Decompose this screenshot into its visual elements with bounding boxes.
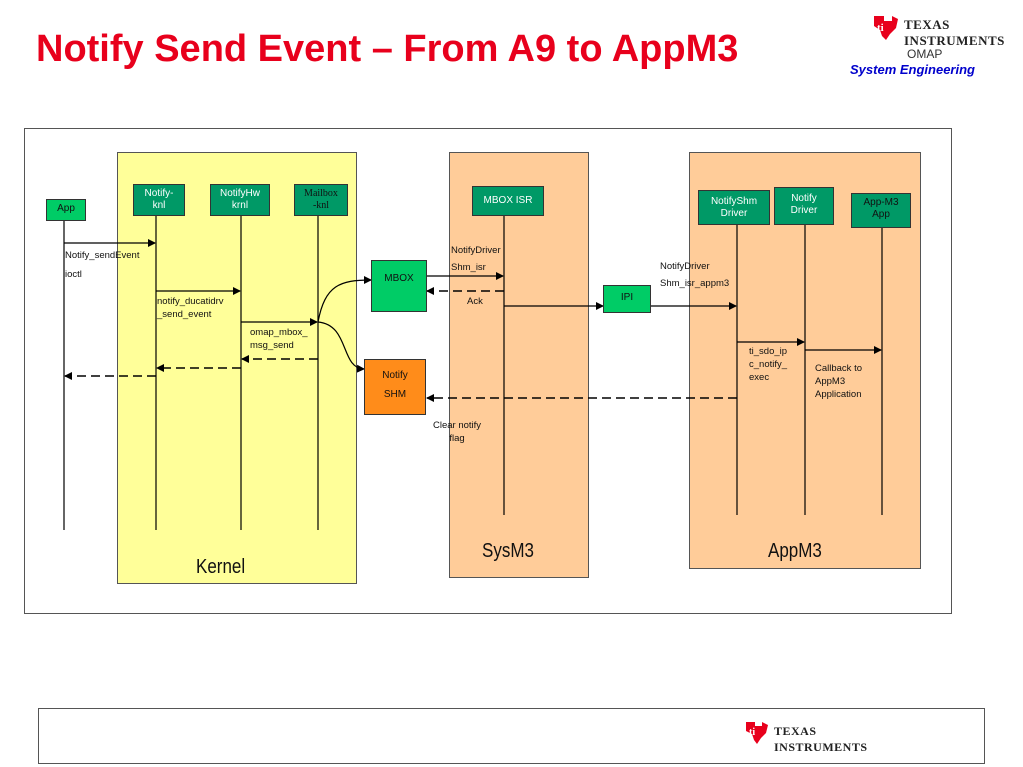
sysm3-panel — [449, 152, 589, 578]
arrow-to-mbox — [317, 276, 372, 323]
label-ti-sdo-3: exec — [749, 371, 770, 383]
page-title: Notify Send Event – From A9 to AppM3 — [36, 28, 739, 70]
ti-footer-text-2: Instruments — [774, 740, 868, 754]
ipi-label: IPI — [620, 292, 634, 303]
app-m3-line1: App-M3 — [863, 197, 899, 208]
notifyshm-driver-line1: NotifyShm — [710, 196, 758, 207]
label-callback-1: Callback to — [815, 363, 862, 374]
mailbox-knl-box: Mailbox-knl — [294, 184, 348, 216]
notifyhw-line1: NotifyHw — [219, 188, 260, 199]
notify-knl-line1: Notify- — [144, 188, 174, 199]
mbox-label: MBOX — [384, 273, 414, 284]
mailbox-line2: -knl — [312, 200, 330, 211]
ti-footer-text-1: Texas — [774, 724, 817, 738]
arrow-to-notify-shm — [317, 321, 365, 373]
diagram-frame — [24, 128, 952, 614]
label-notifydriver-2: Shm_isr — [451, 262, 486, 274]
label-ioctl: ioctl — [65, 269, 82, 280]
label-ti-sdo-2: c_notify_ — [749, 358, 788, 370]
svg-text:ti: ti — [877, 22, 884, 34]
system-engineering-label: System Engineering — [850, 62, 975, 77]
notify-knl-box: Notify-knl — [133, 184, 185, 216]
app-box: App — [46, 199, 86, 221]
label-notify-ducatidrv-2: _send_event — [157, 308, 212, 320]
notifyhw-line2: krnl — [231, 200, 249, 211]
footer-frame — [38, 708, 985, 764]
notifyshm-driver-line2: Driver — [720, 208, 748, 219]
notify-shm-line2: SHM — [383, 389, 407, 400]
label-notify-sendevent: Notify_sendEvent — [65, 250, 140, 261]
app-box-label: App — [57, 203, 75, 214]
kernel-panel-label: Kernel — [196, 556, 246, 578]
ipi-box: IPI — [603, 285, 651, 313]
mbox-box: MBOX — [371, 260, 427, 312]
label-clear-1: Clear notify — [433, 420, 482, 431]
mbox-isr-label: MBOX ISR — [483, 195, 533, 206]
ti-logo-text-1: Texas — [904, 17, 950, 32]
omap-label: OMAP — [907, 47, 943, 61]
label-notify-ducatidrv: notify_ducatidrv_send_event — [157, 296, 224, 322]
app-m3-line2: App — [872, 209, 890, 220]
notify-driver-line1: Notify — [791, 193, 817, 204]
appm3-panel-label: AppM3 — [768, 540, 822, 562]
label-omap-mbox-2: msg_send — [250, 339, 294, 351]
ti-logo-text-2: Instruments — [904, 33, 1005, 48]
mbox-isr-box: MBOX ISR — [472, 186, 544, 216]
label-omap-mbox-msg-send: omap_mbox_msg_send — [250, 327, 308, 353]
ti-state-icon: ti — [874, 16, 898, 40]
label-clear-2: flag — [449, 432, 465, 444]
notify-shm-line1: Notify — [382, 370, 408, 381]
label-notify-ducatidrv-1: notify_ducatidrv — [157, 296, 224, 307]
label-notifydriver-appm3-1: NotifyDriver — [660, 261, 710, 272]
label-callback-3: Application — [815, 388, 862, 400]
notify-knl-line2: knl — [152, 200, 166, 211]
label-ack: Ack — [467, 296, 483, 307]
label-notifydriver-1: NotifyDriver — [451, 245, 501, 256]
label-notifydriver-appm3-2: Shm_isr_appm3 — [660, 278, 730, 290]
label-ti-sdo-1: ti_sdo_ip — [749, 346, 788, 357]
sysm3-panel-label: SysM3 — [482, 540, 534, 562]
label-omap-mbox-1: omap_mbox_ — [250, 327, 308, 338]
mailbox-line1: Mailbox — [304, 188, 338, 199]
svg-text:ti: ti — [749, 727, 755, 738]
ti-state-icon-footer: ti — [746, 722, 768, 744]
label-callback-2: AppM3 — [815, 375, 846, 387]
notify-driver-line2: Driver — [790, 205, 818, 216]
